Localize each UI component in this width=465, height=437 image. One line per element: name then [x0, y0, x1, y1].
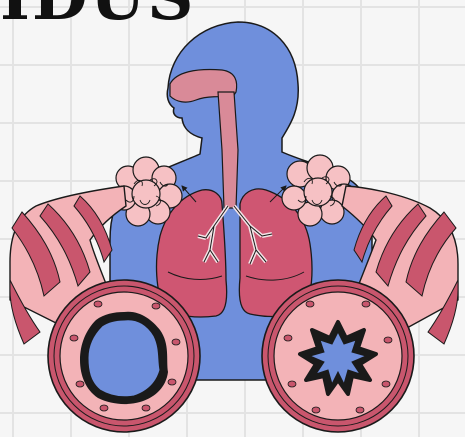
healthy-airway-lumen — [88, 320, 160, 397]
constricted-airway-cross-section — [262, 280, 414, 432]
healthy-airway-cross-section — [48, 280, 200, 432]
